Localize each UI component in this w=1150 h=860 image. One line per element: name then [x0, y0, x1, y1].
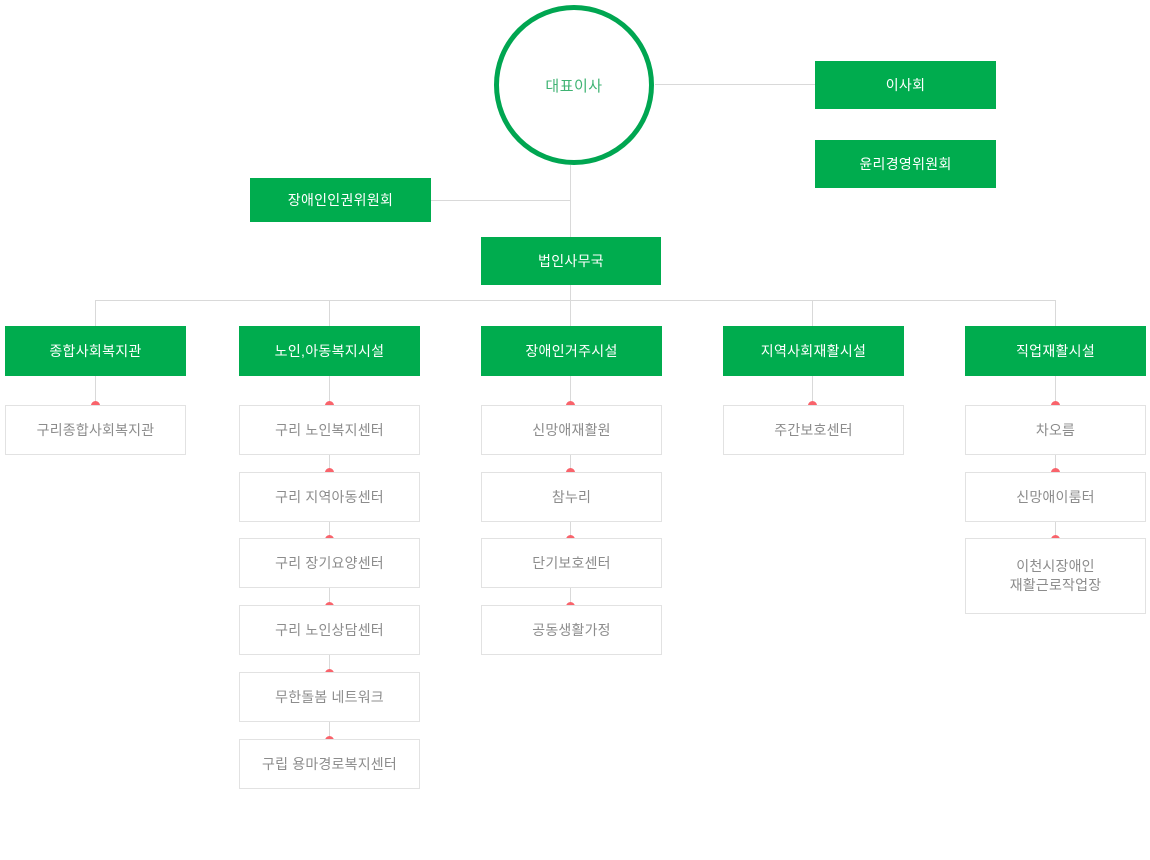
node-disability-human-rights-committee[interactable]: 장애인인권위원회	[250, 178, 431, 222]
leaf-node[interactable]: 구리 노인상담센터	[239, 605, 420, 655]
connector-header-to-leaf-1	[95, 376, 96, 405]
node-disability-human-rights-committee-label: 장애인인권위원회	[287, 191, 394, 208]
connector-office-to-bus	[570, 285, 571, 301]
leaf-node-label: 주간보호센터	[774, 421, 853, 438]
leaf-node-label: 무한돌봄 네트워크	[275, 688, 384, 705]
leaf-node[interactable]: 구립 용마경로복지센터	[239, 739, 420, 789]
leaf-node[interactable]: 신망애이룸터	[965, 472, 1146, 522]
connector-leaf-link-5-2	[1055, 521, 1056, 538]
leaf-node[interactable]: 구리 노인복지센터	[239, 405, 420, 455]
leaf-node[interactable]: 이천시장애인 재활근로작업장	[965, 538, 1146, 614]
node-corporate-office-label: 법인사무국	[538, 252, 604, 269]
node-root-ceo-label: 대표이사	[545, 77, 603, 95]
connector-bus-drop-5	[1055, 300, 1056, 326]
node-root-ceo[interactable]: 대표이사	[494, 5, 654, 165]
connector-left-unit-to-trunk	[431, 200, 571, 201]
leaf-node-label: 구리 지역아동센터	[275, 488, 384, 505]
column-header-2-label: 노인,아동복지시설	[274, 342, 385, 359]
connector-root-to-office-upper	[570, 165, 571, 237]
leaf-node-label: 공동생활가정	[532, 621, 611, 638]
leaf-node[interactable]: 차오름	[965, 405, 1146, 455]
column-header-3[interactable]: 장애인거주시설	[481, 326, 662, 376]
leaf-node-label: 구리 노인상담센터	[275, 621, 384, 638]
connector-header-to-leaf-5	[1055, 376, 1056, 405]
node-corporate-office[interactable]: 법인사무국	[481, 237, 661, 285]
leaf-node[interactable]: 구리종합사회복지관	[5, 405, 186, 455]
column-header-5-label: 직업재활시설	[1015, 342, 1096, 359]
connector-leaf-link-2-1	[329, 455, 330, 472]
leaf-node-label: 구리 노인복지센터	[275, 421, 384, 438]
connector-bus-drop-4	[812, 300, 813, 326]
column-header-4[interactable]: 지역사회재활시설	[723, 326, 904, 376]
connector-leaf-link-5-1	[1055, 455, 1056, 472]
leaf-node[interactable]: 구리 장기요양센터	[239, 538, 420, 588]
connector-leaf-link-3-2	[570, 521, 571, 538]
column-header-5[interactable]: 직업재활시설	[965, 326, 1146, 376]
connector-leaf-link-2-4	[329, 655, 330, 672]
leaf-node-label: 신망애재활원	[532, 421, 611, 438]
leaf-node-label: 구리 장기요양센터	[275, 554, 384, 571]
leaf-node-label: 참누리	[551, 488, 592, 505]
column-header-2[interactable]: 노인,아동복지시설	[239, 326, 420, 376]
node-board-of-directors-label: 이사회	[885, 76, 926, 93]
connector-root-to-board	[655, 84, 815, 85]
leaf-node[interactable]: 무한돌봄 네트워크	[239, 672, 420, 722]
leaf-node-label: 단기보호센터	[532, 554, 611, 571]
connector-leaf-link-2-2	[329, 521, 330, 538]
column-header-1[interactable]: 종합사회복지관	[5, 326, 186, 376]
leaf-node-label: 구립 용마경로복지센터	[262, 755, 397, 772]
leaf-node-label: 구리종합사회복지관	[36, 421, 155, 438]
leaf-node[interactable]: 공동생활가정	[481, 605, 662, 655]
column-header-3-label: 장애인거주시설	[525, 342, 618, 359]
connector-header-to-leaf-2	[329, 376, 330, 405]
column-header-1-label: 종합사회복지관	[49, 342, 142, 359]
connector-leaf-link-3-1	[570, 455, 571, 472]
connector-leaf-link-3-3	[570, 588, 571, 605]
connector-bus-drop-2	[329, 300, 330, 326]
leaf-node[interactable]: 단기보호센터	[481, 538, 662, 588]
leaf-node[interactable]: 참누리	[481, 472, 662, 522]
connector-bus-drop-1	[95, 300, 96, 326]
leaf-node[interactable]: 주간보호센터	[723, 405, 904, 455]
node-ethics-committee[interactable]: 윤리경영위원회	[815, 140, 996, 188]
leaf-node[interactable]: 구리 지역아동센터	[239, 472, 420, 522]
leaf-node[interactable]: 신망애재활원	[481, 405, 662, 455]
connector-bus-drop-3	[570, 300, 571, 326]
connector-distribution-bus	[95, 300, 1055, 301]
connector-header-to-leaf-4	[812, 376, 813, 405]
connector-leaf-link-2-3	[329, 588, 330, 605]
connector-header-to-leaf-3	[570, 376, 571, 405]
column-header-4-label: 지역사회재활시설	[760, 342, 867, 359]
leaf-node-label: 신망애이룸터	[1016, 488, 1095, 505]
leaf-node-label: 차오름	[1035, 421, 1076, 438]
leaf-node-label: 이천시장애인 재활근로작업장	[1009, 558, 1102, 593]
node-ethics-committee-label: 윤리경영위원회	[859, 155, 952, 172]
connector-leaf-link-2-5	[329, 722, 330, 739]
node-board-of-directors[interactable]: 이사회	[815, 61, 996, 109]
